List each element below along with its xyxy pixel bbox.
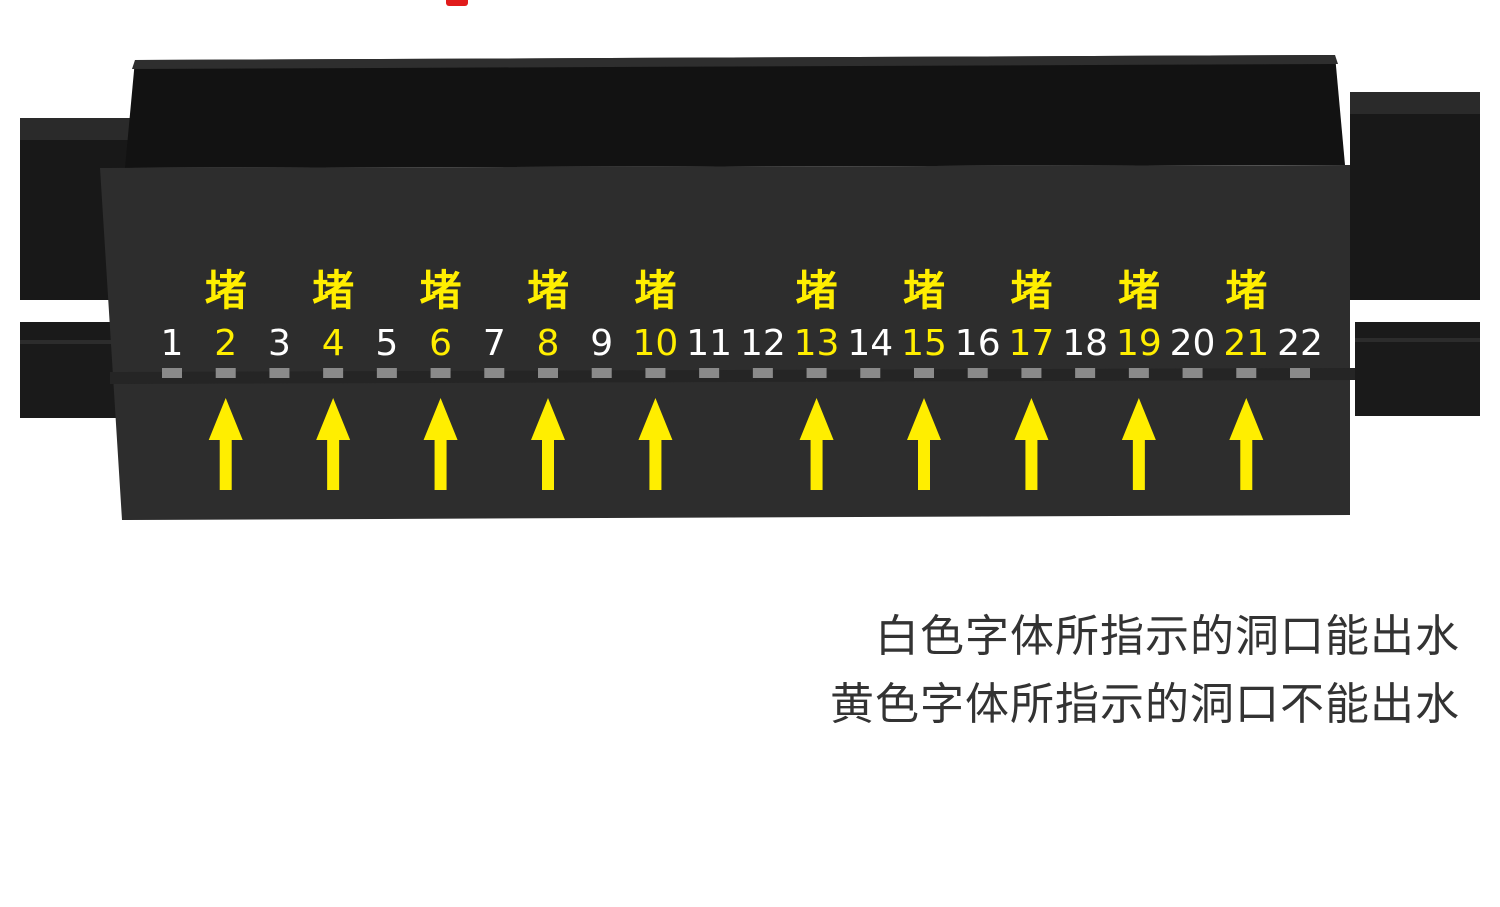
arrow-up-icon: [1121, 398, 1156, 490]
hole-slot-18: [1075, 368, 1096, 378]
hole-slot-8: [538, 368, 558, 378]
hole-slot-9: [591, 368, 612, 378]
hole-slot-4: [323, 368, 344, 378]
hole-number-21: 21: [1223, 323, 1270, 364]
arrow-group: [208, 398, 1264, 490]
blocked-label-8: 堵: [526, 266, 569, 315]
arrow-up-icon: [531, 398, 565, 490]
hole-slot-20: [1182, 368, 1203, 378]
blocked-label-15: 堵: [902, 266, 945, 315]
hole-slot-17: [1021, 368, 1042, 378]
hole-slot-1: [162, 368, 182, 378]
arrow-up-icon: [1229, 398, 1264, 490]
arrow-up-icon: [638, 398, 673, 490]
hole-slot-2: [215, 368, 236, 378]
hole-slot-16: [967, 368, 988, 378]
hole-slot-6: [430, 368, 451, 378]
hole-slot-10: [645, 368, 666, 378]
legend-open-holes: 白色字体所指示的洞口能出水: [875, 611, 1460, 662]
hole-number-9: 9: [590, 323, 614, 364]
blocked-label-13: 堵: [795, 266, 838, 315]
blocked-label-6: 堵: [419, 266, 462, 315]
hole-number-20: 20: [1169, 323, 1216, 364]
hole-number-5: 5: [375, 323, 399, 364]
hole-slot-7: [484, 368, 505, 378]
hole-slot-5: [376, 368, 397, 378]
hole-number-15: 15: [901, 323, 947, 364]
right-rail: [1350, 92, 1480, 416]
hole-slot-19: [1128, 368, 1149, 378]
blocked-label-4: 堵: [312, 266, 355, 315]
hole-number-13: 13: [793, 323, 840, 364]
hole-number-2: 2: [214, 323, 238, 364]
filter-tray-illustration: [20, 55, 1480, 520]
hole-slots: [162, 368, 1310, 378]
hole-number-16: 16: [954, 323, 1001, 364]
hole-slot-11: [699, 368, 720, 378]
hole-number-8: 8: [536, 323, 560, 364]
hole-slot-3: [269, 368, 290, 378]
hole-number-3: 3: [267, 323, 291, 364]
arrow-up-icon: [208, 398, 243, 490]
hole-number-18: 18: [1062, 323, 1109, 364]
arrow-up-icon: [316, 398, 351, 490]
arrow-up-icon: [1014, 398, 1049, 490]
blocked-label-19: 堵: [1117, 266, 1160, 315]
hole-slot-15: [914, 368, 934, 378]
hole-slot-22: [1290, 368, 1310, 378]
arrow-up-icon: [907, 398, 941, 490]
hole-number-11: 11: [686, 323, 733, 364]
blocked-label-17: 堵: [1010, 266, 1053, 315]
hole-number-19: 19: [1115, 323, 1162, 364]
hole-number-7: 7: [482, 323, 506, 364]
hole-slot-13: [806, 368, 827, 378]
hole-number-6: 6: [429, 323, 453, 364]
red-mark: [446, 0, 468, 6]
blocked-label-21: 堵: [1225, 266, 1268, 315]
hole-number-22: 22: [1277, 323, 1323, 364]
hole-number-14: 14: [847, 323, 894, 364]
hole-number-10: 10: [632, 323, 679, 364]
hole-number-12: 12: [739, 323, 786, 364]
legend-blocked-holes: 黄色字体所指示的洞口不能出水: [830, 679, 1460, 730]
hole-slot-14: [860, 368, 881, 378]
hole-slot-12: [752, 368, 773, 378]
hole-slot-21: [1236, 368, 1257, 378]
hole-number-17: 17: [1008, 323, 1055, 364]
hole-number-4: 4: [321, 323, 345, 364]
arrow-up-icon: [423, 398, 458, 490]
blocked-label-10: 堵: [634, 266, 677, 315]
arrow-up-icon: [799, 398, 834, 490]
blocked-label-2: 堵: [204, 266, 247, 315]
tray-back-wall: [125, 55, 1345, 168]
hole-number-1: 1: [160, 323, 184, 364]
